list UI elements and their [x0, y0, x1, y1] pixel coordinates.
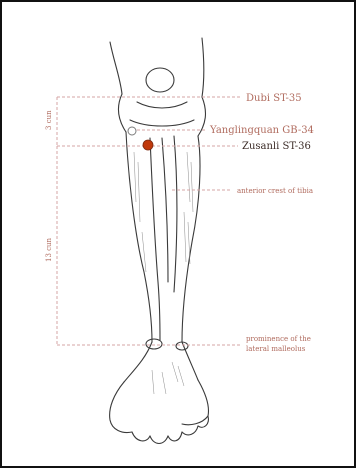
dubi-label: Dubi ST-35: [246, 93, 302, 104]
leg-shading: [134, 152, 193, 394]
zusanli-point: [143, 140, 153, 150]
yanglingquan-point: [128, 127, 136, 135]
leg-illustration: [110, 38, 209, 444]
zusanli-label: Zusanli ST-36: [242, 141, 311, 152]
malleolus-label-line1: prominence of the: [246, 335, 311, 343]
yanglingquan-label: Yanglingquan GB-34: [209, 125, 314, 136]
anterior-crest-label: anterior crest of tibia: [237, 187, 313, 195]
malleolus-label-line2: lateral malleolus: [246, 345, 306, 353]
upper-measure-label: 3 cun: [45, 110, 53, 130]
lower-measure-label: 13 cun: [45, 237, 53, 262]
